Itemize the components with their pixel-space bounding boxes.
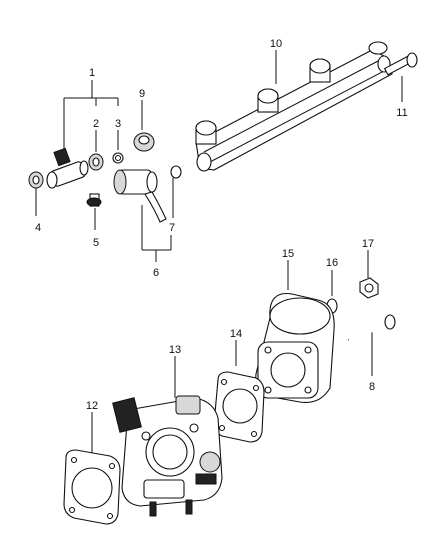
callout-6: 6 [153, 267, 159, 279]
callout-13: 13 [169, 344, 181, 356]
nut-17 [359, 277, 379, 299]
fuel-rail [195, 41, 393, 172]
gasket-12 [63, 449, 121, 525]
grommet-9 [133, 132, 155, 152]
pressure-regulator [113, 169, 167, 223]
o-ring-3 [112, 152, 124, 164]
callout-14: 14 [230, 328, 242, 340]
throttle-adapter [255, 292, 335, 403]
callout-3: 3 [115, 118, 121, 130]
bolt-11 [383, 52, 418, 76]
screw-5 [86, 193, 102, 207]
seal-2 [88, 153, 104, 171]
callout-2: 2 [93, 118, 99, 130]
callout-labels: 1 2 3 4 5 6 7 8 9 10 11 12 13 14 15 16 1… [35, 38, 408, 412]
callout-4: 4 [35, 222, 41, 234]
injector [46, 147, 89, 189]
callout-9: 9 [139, 88, 145, 100]
callout-12: 12 [86, 400, 98, 412]
callout-15: 15 [282, 248, 294, 260]
callout-1: 1 [89, 67, 95, 79]
callout-5: 5 [93, 237, 99, 249]
o-ring-7 [170, 165, 182, 179]
gasket-14 [213, 371, 265, 443]
callout-8: 8 [369, 381, 375, 393]
callout-11: 11 [396, 107, 407, 119]
callout-7: 7 [169, 222, 175, 234]
leader-lines [35, 50, 403, 456]
callout-10: 10 [270, 38, 282, 50]
callout-17: 17 [362, 238, 374, 250]
stud-8 [347, 314, 396, 342]
callout-16: 16 [326, 257, 338, 269]
o-ring-4 [28, 171, 44, 189]
throttle-body [112, 395, 223, 517]
